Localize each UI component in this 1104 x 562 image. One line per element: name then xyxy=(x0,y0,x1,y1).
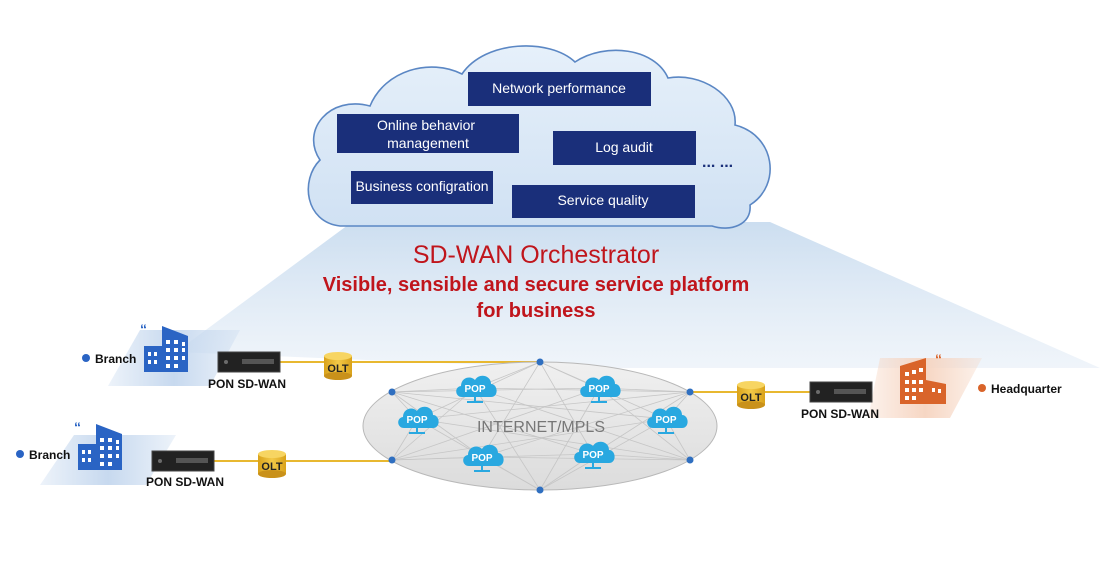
olt-headquarter[interactable]: OLT xyxy=(737,381,765,409)
feature-service-quality[interactable]: Service quality xyxy=(512,185,695,218)
pop-stand-icon xyxy=(585,463,601,469)
device-label-headquarter: PON SD-WAN xyxy=(801,407,879,421)
pop-node-icon[interactable]: POP xyxy=(574,441,615,469)
svg-text:Business configration: Business configration xyxy=(355,178,488,194)
feature-log-audit[interactable]: Log audit xyxy=(553,131,696,165)
pop-cloud-icon xyxy=(463,444,504,466)
pop-node-icon[interactable]: POP xyxy=(647,406,688,434)
pon-sdwan-device-headquarter[interactable] xyxy=(809,381,873,403)
mesh-link xyxy=(539,361,594,455)
pop-node-icon[interactable]: POP xyxy=(463,444,504,472)
branch-bottom-label: Branch xyxy=(29,448,70,462)
pop-node-icon[interactable]: POP xyxy=(398,406,439,434)
pop-cloud-icon xyxy=(647,406,688,428)
orchestrator-subtitle-line1: Visible, sensible and secure service pla… xyxy=(323,274,750,296)
feature-online-behavior-label: Online behavior management xyxy=(377,117,479,151)
pop-label: POP xyxy=(582,450,603,461)
branch-bottom-building-icon xyxy=(78,424,122,470)
orchestrator-title: SD-WAN Orchestrator xyxy=(413,241,659,269)
mesh-link xyxy=(474,387,691,461)
feature-network-performance[interactable]: Network performance xyxy=(468,72,651,106)
network-node xyxy=(388,456,396,464)
pop-label: POP xyxy=(655,415,676,426)
mesh-link xyxy=(391,418,667,461)
pop-group: POP POP POP POP POP POP xyxy=(398,375,688,472)
pop-cloud-icon xyxy=(398,406,439,428)
pop-label: POP xyxy=(406,415,427,426)
device-label-branch-bottom: PON SD-WAN xyxy=(146,475,224,489)
branch-bottom-quote-mark: “ xyxy=(74,419,81,435)
svg-text:Network performance: Network performance xyxy=(492,80,626,96)
mesh-link xyxy=(539,387,600,491)
olt-branch-top[interactable]: OLT xyxy=(324,352,352,380)
pop-label: POP xyxy=(471,453,492,464)
internet-mpls-label: INTERNET/MPLS xyxy=(477,419,605,436)
pop-node-icon[interactable]: POP xyxy=(456,375,497,403)
feature-ellipsis: ... ... xyxy=(702,154,733,171)
mesh-link xyxy=(598,387,691,461)
pon-sdwan-device-branch-bottom[interactable] xyxy=(151,450,215,472)
branch-top-quote-mark: “ xyxy=(140,321,147,337)
mesh-link xyxy=(481,391,691,458)
branch-bottom-bullet xyxy=(16,450,24,458)
feature-business-configration[interactable]: Business configration xyxy=(351,171,493,204)
network-node xyxy=(536,358,544,366)
pop-stand-icon xyxy=(474,466,490,472)
pop-cloud-icon xyxy=(574,441,615,463)
headquarter-quote-mark: “ xyxy=(935,351,942,367)
headquarter-bullet xyxy=(978,384,986,392)
pon-sdwan-device-branch-top[interactable] xyxy=(217,351,281,373)
pop-label: POP xyxy=(464,384,485,395)
orchestrator-beam xyxy=(176,222,1100,368)
olt-branch-bottom[interactable]: OLT xyxy=(258,450,286,478)
mesh-link xyxy=(416,418,691,461)
svg-text:Service quality: Service quality xyxy=(557,192,648,208)
branch-top-building-icon xyxy=(144,326,188,372)
branch-top-label: Branch xyxy=(95,352,136,366)
pop-stand-icon xyxy=(658,428,674,434)
headquarter-label: Headquarter xyxy=(991,382,1062,396)
svg-text:OLT: OLT xyxy=(740,392,761,404)
feature-online-behavior-management[interactable]: Online behavior management xyxy=(337,114,519,153)
headquarter-building-icon xyxy=(900,358,946,404)
svg-text:Log audit: Log audit xyxy=(595,139,653,155)
pop-stand-icon xyxy=(591,397,607,403)
pop-stand-icon xyxy=(409,428,425,434)
network-node xyxy=(388,388,396,396)
network-node xyxy=(686,456,694,464)
device-label-branch-top: PON SD-WAN xyxy=(208,377,286,391)
branch-top-bullet xyxy=(82,354,90,362)
pop-node-icon[interactable]: POP xyxy=(580,375,621,403)
mesh-link xyxy=(391,391,594,455)
network-node xyxy=(536,486,544,494)
svg-text:OLT: OLT xyxy=(261,461,282,473)
network-node xyxy=(686,388,694,396)
pop-cloud-icon xyxy=(456,375,497,397)
pop-label: POP xyxy=(588,384,609,395)
network-nodes xyxy=(388,358,694,494)
svg-text:OLT: OLT xyxy=(327,363,348,375)
mesh-link xyxy=(391,391,667,420)
pop-cloud-icon xyxy=(580,375,621,397)
orchestrator-subtitle-line2: for business xyxy=(477,300,596,322)
mesh-link xyxy=(416,391,691,420)
pop-stand-icon xyxy=(467,397,483,403)
mesh-link xyxy=(474,387,541,491)
